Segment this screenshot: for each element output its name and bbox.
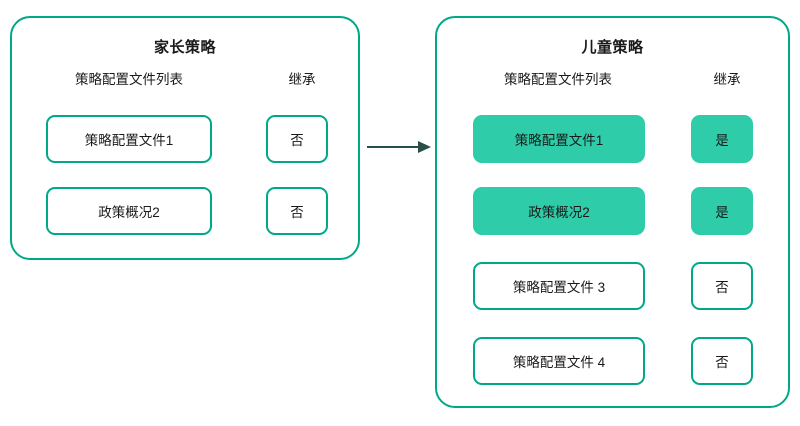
table-row: 政策概况2 是 [437,187,788,235]
child-inherit-cell[interactable]: 否 [691,337,753,385]
parent-column-header-inherit: 继承 [288,72,316,87]
child-inherit-cell[interactable]: 是 [691,115,753,163]
table-row: 策略配置文件 3 否 [437,262,788,310]
table-row: 政策概况2 否 [12,187,358,235]
child-inherit-cell[interactable]: 否 [691,262,753,310]
inheritance-arrow [366,136,432,158]
table-row: 策略配置文件 4 否 [437,337,788,385]
parent-policy-panel: 家长策略 策略配置文件列表 继承 策略配置文件1 否 政策概况2 否 [10,16,360,260]
parent-panel-title: 家长策略 [153,39,216,56]
parent-profile-cell[interactable]: 政策概况2 [46,187,212,235]
arrow-icon [367,141,431,153]
child-column-header-profiles: 策略配置文件列表 [504,72,612,87]
child-profile-cell[interactable]: 策略配置文件1 [473,115,645,163]
child-profile-cell[interactable]: 策略配置文件 4 [473,337,645,385]
child-profile-cell[interactable]: 策略配置文件 3 [473,262,645,310]
child-profile-cell[interactable]: 政策概况2 [473,187,645,235]
child-panel-title: 儿童策略 [581,39,644,56]
child-policy-panel: 儿童策略 策略配置文件列表 继承 策略配置文件1 是 政策概况2 是 策略配置文… [435,16,790,408]
parent-column-header-profiles: 策略配置文件列表 [75,72,183,87]
table-row: 策略配置文件1 否 [12,115,358,163]
child-inherit-cell[interactable]: 是 [691,187,753,235]
parent-inherit-cell[interactable]: 否 [266,187,328,235]
parent-inherit-cell[interactable]: 否 [266,115,328,163]
table-row: 策略配置文件1 是 [437,115,788,163]
parent-profile-cell[interactable]: 策略配置文件1 [46,115,212,163]
child-column-header-inherit: 继承 [713,72,741,87]
